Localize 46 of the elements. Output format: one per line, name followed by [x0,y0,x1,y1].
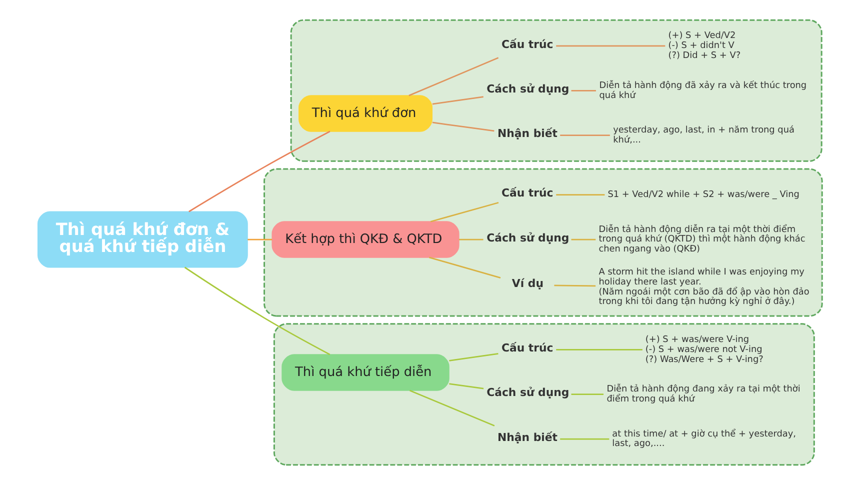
node-text: yesterday, ago, last, in + năm trong quá khứ,... [612,126,794,146]
node-box: Kết hợp thì QKĐ & QKTD [271,221,459,258]
connector [448,353,498,362]
node-text: Cách sử dụng [486,386,569,400]
node-box: Thì quá khứ tiếp diễn [281,354,449,391]
connector [408,57,498,96]
connector [560,438,609,440]
node-text: Cấu trúc [500,186,553,200]
node-text: Cấu trúc [500,341,553,354]
node-text: Cấu trúc [500,38,553,51]
connector [448,383,484,390]
connector [408,390,494,426]
node-text: (+) S + was/were V-ing (-) S + was/were not V-ing (?) Was/Were + S + V-ing? [644,334,763,365]
node-text: S1 + Ved/V2 while + S2 + was/were _ Ving [607,190,799,200]
connector [554,284,596,287]
node-text: Cách sử dụng [486,231,569,244]
node-text: Nhận biết [497,127,557,140]
node-text: Ví dụ [511,276,543,290]
connector [556,194,604,196]
connector [556,45,665,47]
connector [570,90,596,92]
node-text: Nhận biết [497,430,557,444]
node-text: Diễn tả hành động đã xảy ra và kết thúc trong quá khứ [598,80,806,101]
node-text: Diễn tả hành động diễn ra tại một thời điểm trong quá khứ (QKTD) thì một hành động khác chen ngang vào (QKĐ) [598,224,805,255]
node-text: Diễn tả hành động đang xảy ra tại một thời điểm trong quá khứ [606,384,800,405]
node-text: A storm hit the island while I was enjoying my holiday there last year. (Năm ngoái một cơn bão đã đổ ập vào hòn đảo trong khi tôi đang tận hưởng kỳ nghỉ ở đây.) [598,267,809,308]
connector [430,202,498,222]
node-text: Cách sử dụng [486,82,569,96]
cluster [290,19,822,162]
cluster [272,323,814,466]
connector [428,256,500,278]
cluster [263,168,822,317]
node-box: Thì quá khứ đơn [298,95,432,132]
connector [188,130,330,212]
connector [570,394,604,396]
node-text: (+) S + Ved/V2 (-) S + didn't V (?) Did + S + V? [668,31,740,62]
connector [432,122,494,132]
connector [556,349,642,350]
node-text: at this time/ at + giờ cụ thể + yesterday, last, ago,.... [612,429,796,450]
connector [432,96,483,105]
connector [560,134,610,136]
connector [570,238,596,240]
connector [184,266,330,356]
connector [458,238,483,240]
connector [247,238,272,240]
node-box: Thì quá khứ đơn & quá khứ tiếp diễn [36,211,248,268]
